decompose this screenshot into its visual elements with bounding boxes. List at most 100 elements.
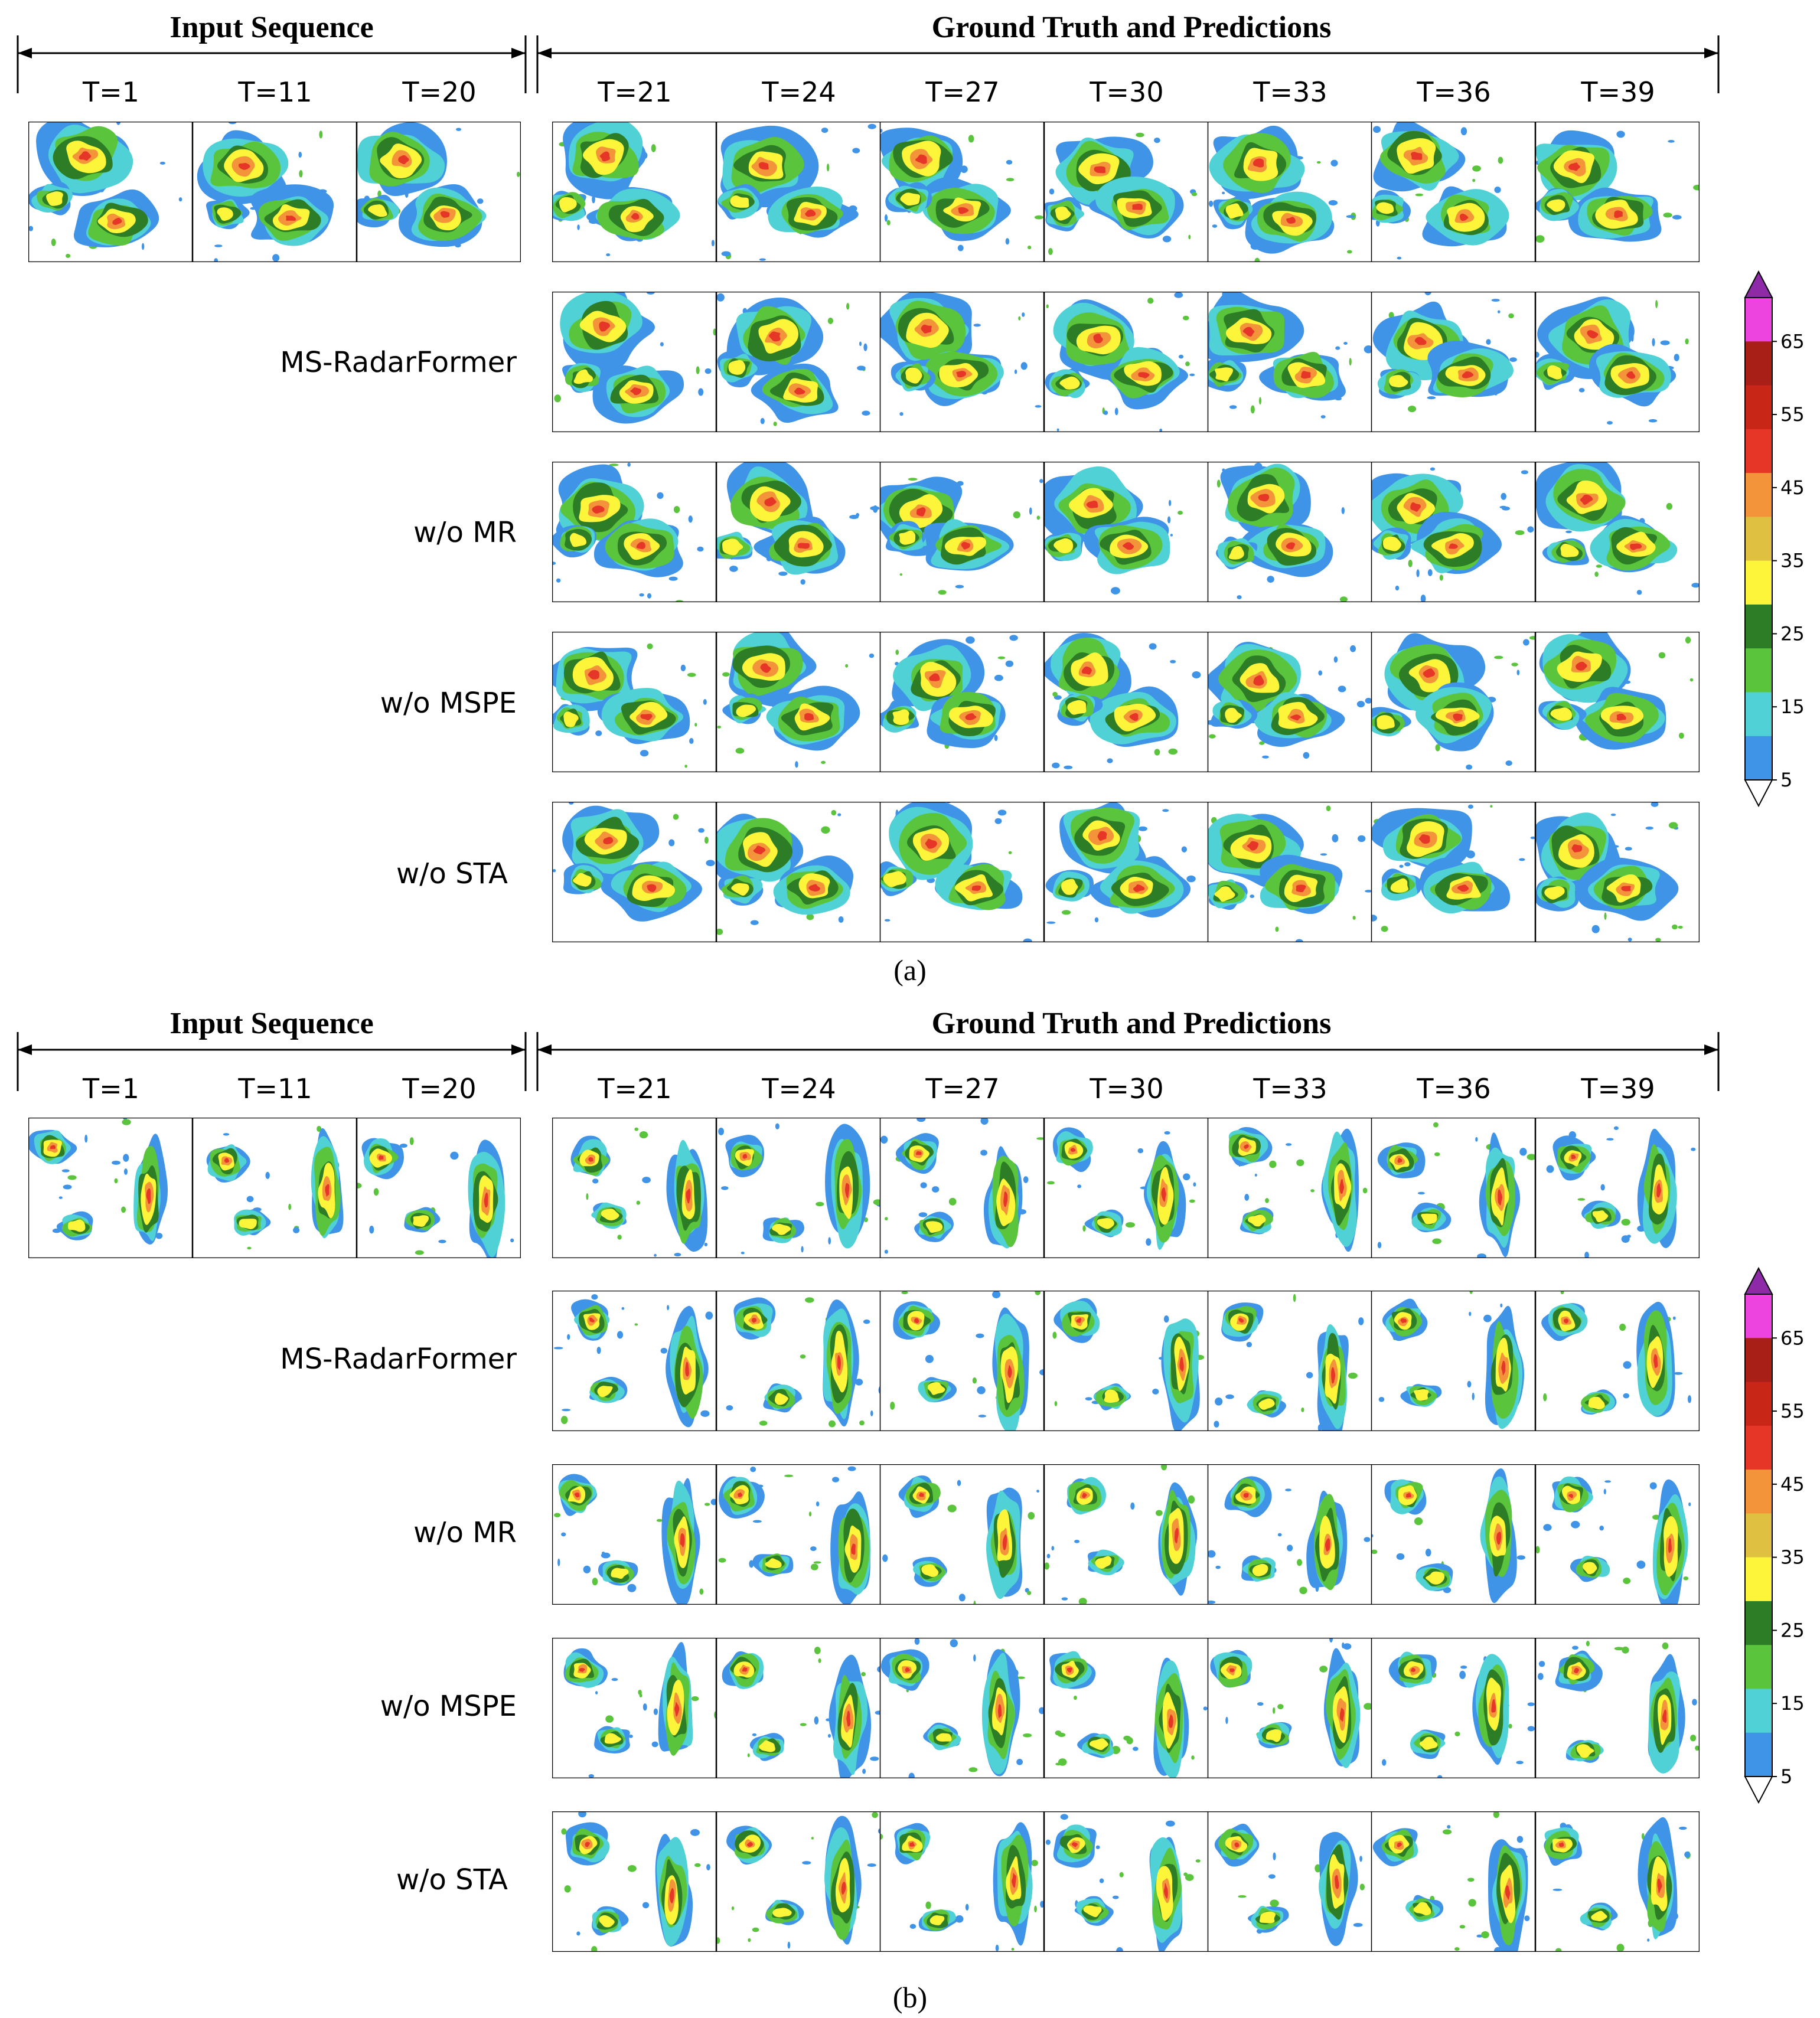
colorbar-max-extend: [1744, 1266, 1773, 1295]
radar-map-tile: [880, 1811, 1044, 1952]
colorbar-bin: [1745, 604, 1772, 649]
row-label: w/o MR: [413, 1516, 517, 1549]
radar-map-tile: [1208, 462, 1372, 602]
radar-map-tile: [1208, 292, 1372, 432]
colorbar-bin: [1745, 1470, 1772, 1514]
colorbar-tick-label: 25: [1780, 1619, 1805, 1641]
radar-map-tile: [716, 1638, 880, 1778]
row-label: w/o MSPE: [380, 687, 517, 720]
row-label: w/o MR: [413, 516, 517, 549]
radar-map-grid: [28, 1118, 1700, 1952]
radar-map-tile: [880, 292, 1044, 432]
row-label: MS-RadarFormer: [280, 1343, 517, 1376]
colorbar-tick-label: 15: [1780, 695, 1805, 718]
input-sequence-header: Input Sequence: [17, 11, 527, 93]
colorbar-bin: [1745, 1513, 1772, 1558]
time-labels: T=1 T=11 T=20 T=21 T=24 T=27 T=30 T=33 T…: [82, 76, 1655, 108]
radar-map-tile: [880, 122, 1044, 262]
radar-map-tile: [880, 462, 1044, 602]
colorbar-tick-label: 35: [1780, 550, 1805, 572]
radar-map-tile: [1208, 1291, 1372, 1431]
radar-map-tile: [1044, 1118, 1208, 1258]
time-label: T=11: [237, 1073, 312, 1105]
radar-map-tile: [552, 1291, 716, 1431]
radar-map-tile: [1044, 632, 1208, 772]
radar-map-tile: [193, 1118, 357, 1258]
time-label: T=30: [1089, 76, 1163, 108]
radar-map-tile: [880, 632, 1044, 772]
time-label: T=33: [1253, 1073, 1327, 1105]
ground-truth-title: Ground Truth and Predictions: [932, 1007, 1332, 1040]
radar-map-tile: [1535, 802, 1700, 942]
row-labels: MS-RadarFormer w/o MR w/o MSPE w/o STA: [280, 1343, 517, 1896]
colorbar-min-extend: [1744, 779, 1773, 808]
time-labels: T=1 T=11 T=20 T=21 T=24 T=27 T=30 T=33 T…: [82, 1073, 1655, 1105]
radar-map-tile: [1044, 802, 1208, 942]
colorbar-bin: [1745, 298, 1772, 342]
input-sequence-header: Input Sequence: [17, 1007, 527, 1091]
radar-map-tile: [716, 1118, 880, 1258]
time-label: T=20: [402, 76, 476, 108]
colorbar-bin: [1745, 1557, 1772, 1602]
radar-map-tile: [1044, 462, 1208, 602]
time-label: T=21: [597, 76, 671, 108]
radar-map-grid: [28, 122, 1700, 942]
radar-map-tile: [552, 292, 716, 432]
colorbar-bin: [1745, 560, 1772, 605]
radar-map-tile: [1208, 1118, 1372, 1258]
time-label: T=20: [402, 1073, 476, 1105]
time-label: T=1: [82, 76, 139, 108]
radar-map-tile: [716, 1291, 880, 1431]
time-label: T=36: [1416, 76, 1490, 108]
radar-map-tile: [1371, 802, 1535, 942]
radar-map-tile: [880, 1464, 1044, 1605]
radar-map-tile: [552, 462, 716, 602]
radar-map-tile: [552, 632, 716, 772]
colorbar-bin: [1745, 1689, 1772, 1733]
ground-truth-header: Ground Truth and Predictions: [536, 11, 1720, 93]
radar-map-tile: [1535, 1291, 1700, 1431]
radar-map-tile: [552, 802, 716, 942]
time-label: T=24: [761, 1073, 836, 1105]
time-label: T=1: [82, 1073, 139, 1105]
radar-map-tile: [1044, 1811, 1208, 1952]
radar-map-tile: [880, 1638, 1044, 1778]
colorbar-tick-label: 65: [1780, 330, 1805, 352]
colorbar-tick-label: 35: [1780, 1546, 1805, 1569]
radar-map-tile: [1371, 292, 1535, 432]
colorbar-tick-label: 45: [1780, 476, 1805, 499]
radar-map-tile: [1208, 1464, 1372, 1605]
radar-map-tile: [357, 1118, 521, 1258]
radar-map-tile: [1371, 1118, 1535, 1258]
colorbar-bin: [1745, 1294, 1772, 1338]
time-label: T=33: [1253, 76, 1327, 108]
radar-map-tile: [552, 1811, 716, 1952]
time-label: T=27: [925, 1073, 999, 1105]
radar-map-tile: [1535, 122, 1700, 262]
colorbar-tick-label: 45: [1780, 1473, 1805, 1495]
radar-map-tile: [1208, 122, 1372, 262]
radar-map-tile: [193, 122, 357, 262]
radar-map-tile: [552, 122, 716, 262]
row-label: w/o MSPE: [380, 1690, 517, 1723]
radar-map-tile: [880, 1291, 1044, 1431]
radar-map-tile: [716, 462, 880, 602]
row-labels: MS-RadarFormer w/o MR w/o MSPE w/o STA: [280, 346, 517, 890]
row-label: w/o STA: [396, 1863, 508, 1896]
time-label: T=21: [597, 1073, 671, 1105]
radar-map-tile: [1208, 1638, 1372, 1778]
time-label: T=27: [925, 76, 999, 108]
ground-truth-header: Ground Truth and Predictions: [536, 1007, 1720, 1091]
radar-map-tile: [28, 1118, 193, 1258]
radar-map-tile: [552, 1638, 716, 1778]
colorbar-bin: [1745, 1645, 1772, 1689]
colorbar-bin: [1745, 1425, 1772, 1470]
input-sequence-title: Input Sequence: [169, 11, 373, 44]
colorbar-bin: [1745, 1601, 1772, 1645]
radar-map-tile: [716, 802, 880, 942]
radar-map-tile: [1044, 292, 1208, 432]
radar-map-tile: [1371, 1291, 1535, 1431]
time-label: T=30: [1089, 1073, 1163, 1105]
